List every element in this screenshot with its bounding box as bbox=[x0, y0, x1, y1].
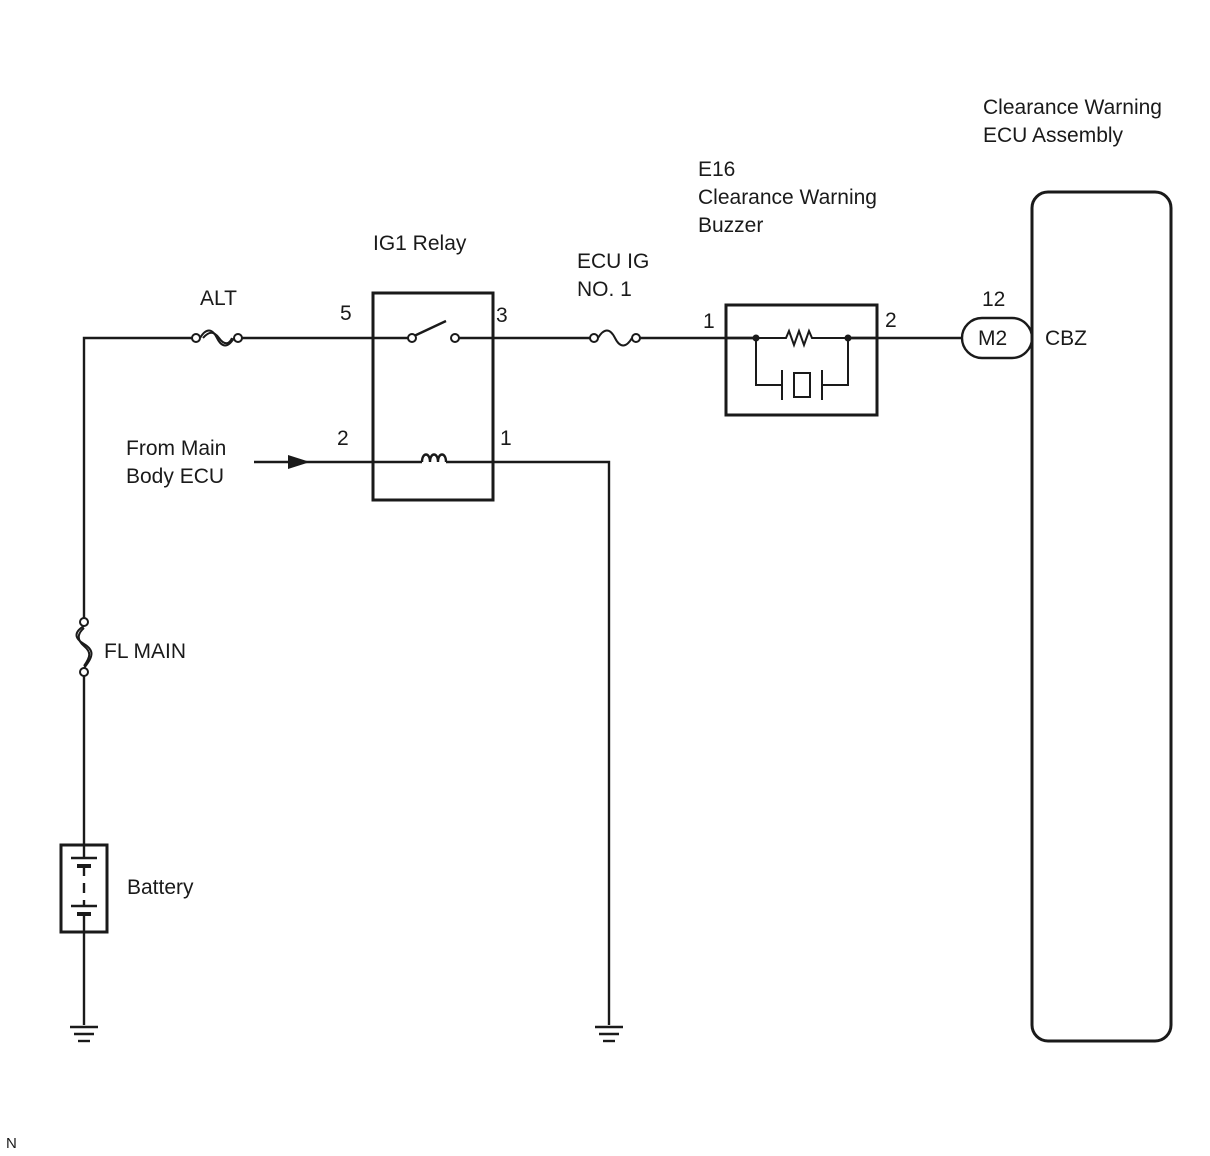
signal-arrow-icon bbox=[288, 455, 310, 469]
buzzer-name-line2: Buzzer bbox=[698, 214, 763, 237]
wires bbox=[82, 336, 962, 1025]
alt-fuse-icon bbox=[191, 329, 243, 347]
wire-coil-to-ground bbox=[446, 460, 611, 1025]
relay-pin-3: 3 bbox=[496, 304, 508, 327]
corner-mark: N bbox=[6, 1135, 17, 1152]
ig1-relay bbox=[371, 291, 495, 502]
ground-icon bbox=[595, 1025, 623, 1043]
fl-main-fuse-label: FL MAIN bbox=[104, 640, 186, 663]
battery-label: Battery bbox=[127, 876, 194, 899]
relay-pin-5: 5 bbox=[340, 302, 352, 325]
relay-pin-2: 2 bbox=[337, 427, 349, 450]
fl-main-fuse-icon bbox=[75, 617, 93, 677]
relay-pin-1: 1 bbox=[500, 427, 512, 450]
resistor-icon bbox=[756, 328, 848, 348]
relay-switch-icon bbox=[407, 319, 460, 343]
buzzer-pin-1: 1 bbox=[703, 310, 715, 333]
relay-coil-icon bbox=[420, 453, 448, 463]
buzzer-pin-2: 2 bbox=[885, 309, 897, 332]
ecu-pin-number: 12 bbox=[982, 288, 1005, 311]
ground-icon bbox=[70, 1025, 98, 1043]
ecu-title-line1: Clearance Warning bbox=[983, 96, 1162, 119]
buzzer-name-line1: Clearance Warning bbox=[698, 186, 877, 209]
battery bbox=[59, 843, 109, 934]
alt-fuse-label: ALT bbox=[200, 287, 237, 310]
relay-box bbox=[371, 291, 495, 502]
ecu-terminal-name: CBZ bbox=[1045, 327, 1087, 350]
buzzer-box bbox=[724, 303, 879, 417]
relay-name: IG1 Relay bbox=[373, 232, 467, 255]
wire-left-top bbox=[82, 336, 196, 622]
source-label-line2: Body ECU bbox=[126, 465, 224, 488]
ecu-ig-fuse-label-line2: NO. 1 bbox=[577, 278, 632, 301]
ecu-title-line2: ECU Assembly bbox=[983, 124, 1124, 147]
connector-code: M2 bbox=[978, 327, 1007, 350]
clearance-warning-buzzer bbox=[724, 303, 879, 417]
ecu-assembly-box bbox=[1030, 190, 1173, 1043]
ecu-ig-fuse-icon bbox=[589, 329, 641, 347]
battery-cells-icon bbox=[71, 845, 97, 932]
piezo-element-icon bbox=[755, 338, 849, 400]
buzzer-code: E16 bbox=[698, 158, 735, 181]
source-label-line1: From Main bbox=[126, 437, 226, 460]
ecu-ig-fuse-label-line1: ECU IG bbox=[577, 250, 649, 273]
